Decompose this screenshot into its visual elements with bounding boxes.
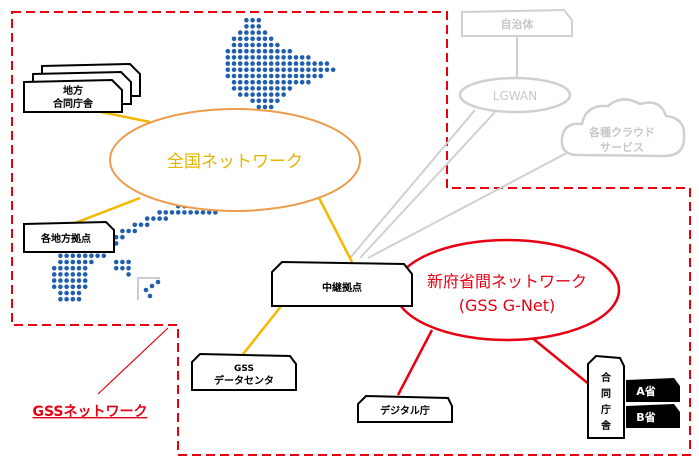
national-network-ellipse	[109, 108, 361, 212]
godo-char-1: 合	[600, 371, 612, 384]
godo-chosha-box	[587, 354, 625, 439]
external-links	[349, 36, 581, 259]
lgwan-relay-link-b	[359, 111, 496, 259]
jichitai-label: 自治体	[501, 17, 535, 31]
okinawa-inset-bracket	[137, 277, 160, 300]
cloud-label-line1: 各種クラウド	[588, 125, 655, 139]
gss-network-boundary	[11, 11, 691, 456]
datacenter-box	[191, 352, 297, 391]
new-ministry-network-label-line2: (GSS G-Net)	[459, 296, 556, 315]
lgwan-ellipse	[458, 76, 572, 114]
b-ministry-box	[626, 404, 680, 428]
gss-network-label: GSSネットワーク	[32, 404, 147, 420]
cloud-relay-link	[367, 145, 581, 259]
a-ministry-box	[626, 378, 680, 402]
digital-agency-label: デジタル庁	[380, 404, 430, 417]
kakuchiho-label: 各地方拠点	[40, 232, 91, 245]
chiho-godo-stack	[23, 62, 141, 113]
chiho-godo-label-line1: 地方	[63, 84, 83, 97]
a-ministry-label: A省	[636, 384, 656, 398]
gss-network-pointer	[97, 327, 169, 395]
new-ministry-network-label-line1: 新府省間ネットワーク	[427, 272, 587, 291]
cloud-label-line2: サービス	[600, 140, 644, 154]
relay-box	[271, 260, 413, 307]
chiho-godo-label-line2: 合同庁舎	[52, 97, 94, 110]
national-relay-link	[316, 195, 354, 263]
godo-char-2: 同	[601, 388, 611, 400]
datacenter-label-line1: GSS	[234, 364, 254, 374]
kakuchiho-box	[23, 220, 115, 253]
relay-label: 中継拠点	[322, 281, 362, 294]
lgwan-label: LGWAN	[493, 89, 537, 103]
lgwan-relay-link-a	[349, 109, 476, 259]
digital-link	[396, 329, 434, 396]
datacenter-link	[239, 304, 283, 359]
digital-agency-box	[357, 394, 453, 423]
national-network-label: 全国ネットワーク	[167, 152, 303, 172]
datacenter-label-line2: データセンタ	[214, 374, 274, 387]
b-ministry-label: B省	[636, 410, 655, 424]
godo-char-4: 舎	[601, 419, 612, 432]
cloud-shape	[560, 98, 686, 158]
godo-char-3: 庁	[600, 403, 611, 416]
jichitai-box	[461, 8, 573, 37]
